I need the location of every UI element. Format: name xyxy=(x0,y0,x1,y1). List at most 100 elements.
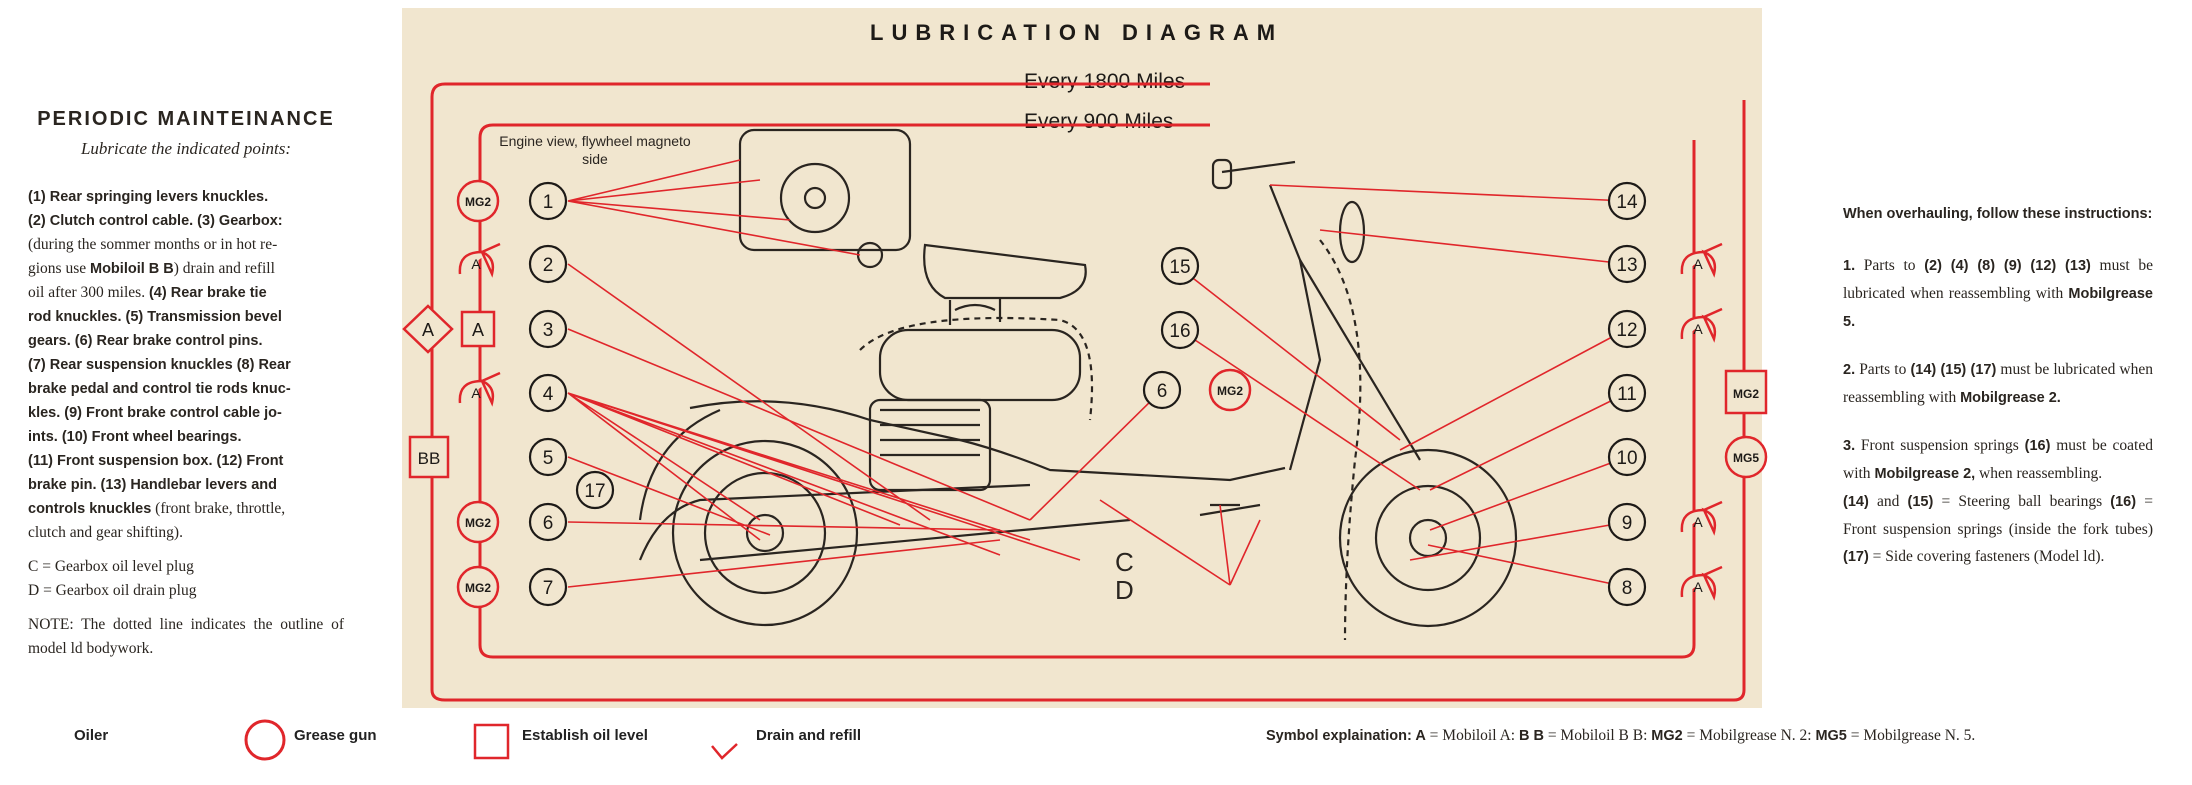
svg-text:17: 17 xyxy=(584,481,605,502)
svg-text:5: 5 xyxy=(543,448,554,469)
text-segment: controls knuckles xyxy=(28,501,152,517)
interval-1800-label: Every 1800 Miles xyxy=(1024,70,1186,93)
maintenance-line: clutch and gear shifting). xyxy=(28,521,344,545)
text-segment: ) drain and refill xyxy=(173,260,275,277)
front-fork xyxy=(1268,184,1322,471)
text-segment: Mobilgrease 5. xyxy=(1843,286,2153,330)
maintenance-line: ints. (10) Front wheel bearings. xyxy=(28,425,344,449)
svg-text:6: 6 xyxy=(1157,381,1168,402)
text-segment: kles. (9) Front brake control cable jo- xyxy=(28,405,282,421)
callout-7: 7 xyxy=(528,567,568,607)
text-segment: B B xyxy=(1518,728,1544,744)
symbol-legend: Oiler Grease gun Establish oil level Dra… xyxy=(0,718,2192,768)
text-segment: = Side covering fasteners (Model ld). xyxy=(1868,548,2105,565)
svg-text:MG5: MG5 xyxy=(1733,451,1759,465)
grease-gun-circle-icon xyxy=(244,719,286,761)
callout-6: 6 xyxy=(528,502,568,542)
svg-text:8: 8 xyxy=(1622,578,1633,599)
text-segment: Mobilgrease 2. xyxy=(1960,390,2061,406)
text-segment: (17) xyxy=(1843,549,1869,565)
legend-oil-level-label: Establish oil level xyxy=(522,727,648,744)
text-segment: (2) Clutch control cable. (3) Gearbox: xyxy=(28,213,283,229)
maintenance-line: kles. (9) Front brake control cable jo- xyxy=(28,401,344,425)
svg-text:A: A xyxy=(1693,321,1703,337)
svg-text:A: A xyxy=(471,385,481,401)
svg-text:13: 13 xyxy=(1616,255,1637,276)
legend-grease-gun-label: Grease gun xyxy=(294,727,377,744)
rear-wheel xyxy=(671,439,859,627)
text-segment: (16) xyxy=(2024,438,2051,454)
text-segment: rod knuckles. (5) Transmission bevel xyxy=(28,309,282,325)
gearbox-plug-c: C xyxy=(1115,547,1134,577)
right-symbol-1: A xyxy=(1680,307,1723,343)
svg-text:BB: BB xyxy=(418,449,441,468)
svg-text:MG2: MG2 xyxy=(465,516,491,530)
text-segment: = Front suspension springs (inside the f… xyxy=(1843,493,2153,538)
maintenance-points-list: (1) Rear springing levers knuckles. (2) C… xyxy=(28,185,344,545)
callout-4: 4 xyxy=(528,373,568,413)
callout-2: 2 xyxy=(528,244,568,284)
svg-text:4: 4 xyxy=(543,384,554,405)
callout-center-17: 17 xyxy=(575,470,615,510)
maintenance-line: brake pedal and control tie rods knuc- xyxy=(28,377,344,401)
text-segment: clutch and gear shifting). xyxy=(28,524,183,541)
maintenance-line: (11) Front suspension box. (12) Front xyxy=(28,449,344,473)
left-symbol-4: MG2 xyxy=(456,565,500,609)
text-segment: (4) Rear brake tie xyxy=(148,285,267,301)
leader-lines xyxy=(567,159,1628,588)
text-segment: 1. xyxy=(1843,258,1856,274)
text-segment: = Mobilgrease N. 2: xyxy=(1682,727,1816,744)
text-segment: (7) Rear suspension knuckles (8) Rear xyxy=(28,357,291,373)
text-segment: (15) xyxy=(1907,494,1934,510)
svg-text:16: 16 xyxy=(1169,321,1190,342)
svg-text:12: 12 xyxy=(1616,320,1637,341)
bodywork-outline xyxy=(1319,239,1362,641)
callout-center-6: 6 xyxy=(1142,370,1182,410)
callout-10: 10 xyxy=(1607,437,1647,477)
overhaul-item-2: 2. Parts to (14) (15) (17) must be lubri… xyxy=(1843,356,2153,412)
legend-oiler-label: Oiler xyxy=(74,727,109,744)
text-segment: oil after 300 miles. xyxy=(28,284,149,301)
text-segment: must be lubricated when reassembling wit… xyxy=(1843,361,2153,406)
overhaul-item-1: 1. Parts to (2) (4) (8) (9) (12) (13) mu… xyxy=(1843,252,2153,336)
svg-text:MG2: MG2 xyxy=(1733,387,1759,401)
right-symbol-3: MG5 xyxy=(1724,435,1768,479)
maintenance-line: (during the sommer months or in hot re- xyxy=(28,233,344,257)
reestablish-oil-square-a: A xyxy=(460,310,496,348)
callout-center-15: 15 xyxy=(1160,246,1200,286)
overhaul-item-4: (14) and (15) = Steering ball bearings (… xyxy=(1843,488,2153,571)
callout-8: 8 xyxy=(1607,567,1647,607)
diagram-title: LUBRICATION DIAGRAM xyxy=(870,20,1284,45)
inner-frame-900 xyxy=(478,123,1696,659)
text-segment: Symbol explaination: A xyxy=(1266,728,1426,744)
callout-14: 14 xyxy=(1607,181,1647,221)
svg-text:A: A xyxy=(1693,514,1703,530)
oil-level-square-bb: BB xyxy=(408,435,450,479)
maintenance-line: (1) Rear springing levers knuckles. xyxy=(28,185,344,209)
gearbox-plug-d: D xyxy=(1115,575,1134,605)
text-segment: = Steering ball bearings xyxy=(1933,493,2111,510)
left-symbol-1: A xyxy=(458,242,501,278)
callout-3: 3 xyxy=(528,309,568,349)
callout-12: 12 xyxy=(1607,309,1647,349)
panel-title: PERIODIC MAINTEINANCE xyxy=(37,108,335,130)
svg-text:A: A xyxy=(1693,256,1703,272)
maintenance-line: oil after 300 miles. (4) Rear brake tie xyxy=(28,281,344,305)
svg-text:A: A xyxy=(1693,579,1703,595)
overhaul-item-3: 3. Front suspension springs (16) must be… xyxy=(1843,432,2153,488)
panel-subtitle: Lubricate the indicated points: xyxy=(80,139,292,158)
callout-9: 9 xyxy=(1607,502,1647,542)
plug-d-legend: D = Gearbox oil drain plug xyxy=(28,582,197,599)
text-segment: Front suspension springs xyxy=(1855,437,2025,454)
svg-text:15: 15 xyxy=(1169,257,1190,278)
handlebar xyxy=(1221,160,1296,174)
callout-13: 13 xyxy=(1607,244,1647,284)
svg-text:2: 2 xyxy=(543,255,554,276)
maintenance-line: controls knuckles (front brake, throttle… xyxy=(28,497,344,521)
callout-1: 1 xyxy=(528,181,568,221)
drain-refill-check-icon xyxy=(711,743,738,760)
svg-text:A: A xyxy=(471,256,481,272)
oil-level-square-icon xyxy=(473,723,510,760)
periodic-maintenance-panel: PERIODIC MAINTEINANCE Lubricate the indi… xyxy=(28,108,344,661)
